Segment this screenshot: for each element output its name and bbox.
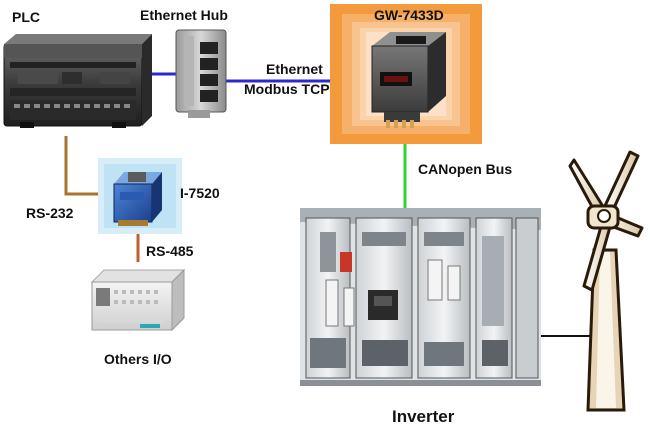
inverter-cabinet-icon [300,208,541,386]
converter-label: I-7520 [180,185,220,201]
ethernet-hub-label: Ethernet Hub [140,7,228,23]
modbus-tcp-label: Modbus TCP [244,81,330,97]
io-module-icon [90,268,186,332]
plc-label: PLC [12,9,40,25]
gateway-label: GW-7433D [374,7,444,23]
wind-turbine-icon [568,150,644,412]
ethernet-label: Ethernet [266,61,323,77]
rs232-rs485-converter-icon [113,172,162,226]
inverter-label: Inverter [392,407,455,426]
gateway-device-icon [371,32,446,128]
rs485-label: RS-485 [146,243,194,259]
rs232-label: RS-232 [26,205,74,221]
plc-device-icon [3,34,152,128]
others-io-label: Others I/O [104,351,172,367]
rs232-link [64,136,112,196]
ethernet-hub-icon [175,29,227,118]
canopen-bus-label: CANopen Bus [418,161,513,177]
